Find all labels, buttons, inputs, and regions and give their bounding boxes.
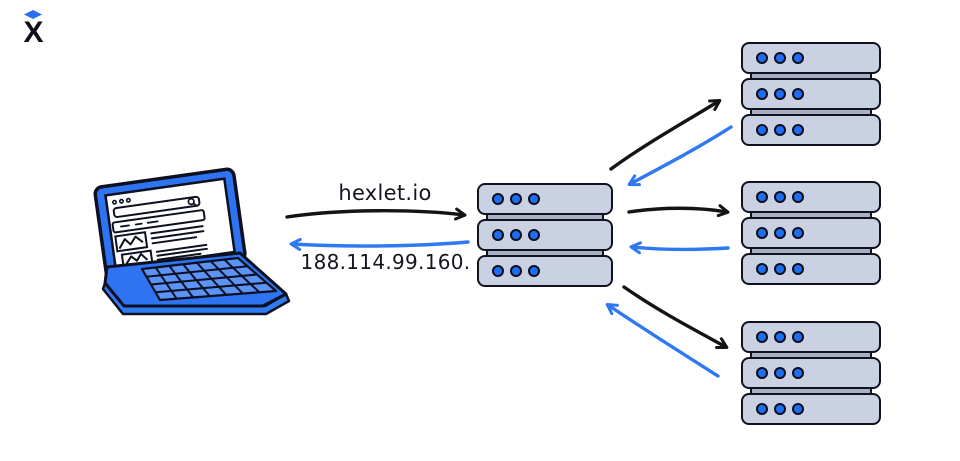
browser-mockup [111, 195, 208, 269]
server-led-icon [756, 191, 768, 203]
server-unit [477, 183, 613, 215]
thumbnail-chart [114, 231, 149, 253]
server-unit [741, 114, 881, 146]
arrow-upstream1-to-dns-blue [627, 125, 733, 187]
server-unit [741, 357, 881, 389]
server-led-icon [492, 193, 504, 205]
server-led-icon [774, 227, 786, 239]
arrow-upstream2-to-dns-blue [629, 241, 730, 255]
server-led-icon [792, 52, 804, 64]
server-unit [741, 181, 881, 213]
request-label: hexlet.io [338, 181, 432, 205]
server-led-icon [756, 367, 768, 379]
arrow-dns-to-upstream3-black [622, 285, 729, 350]
logo-letter: X [23, 16, 43, 49]
upstream-server-1-stack [741, 42, 881, 146]
graduation-cap-icon [24, 10, 42, 19]
server-led-icon [792, 263, 804, 275]
laptop-illustration [93, 167, 291, 316]
server-led-icon [774, 403, 786, 415]
upstream-server-2-stack [741, 181, 881, 285]
upstream-server-3-stack [741, 321, 881, 425]
server-unit [741, 393, 881, 425]
server-led-icon [528, 265, 540, 277]
server-unit [741, 217, 881, 249]
server-led-icon [756, 263, 768, 275]
server-led-icon [510, 229, 522, 241]
server-unit [741, 78, 881, 110]
server-led-icon [774, 191, 786, 203]
server-led-icon [774, 263, 786, 275]
server-led-icon [792, 124, 804, 136]
server-led-icon [510, 193, 522, 205]
arrow-response-blue [289, 237, 470, 251]
laptop-screen [93, 167, 247, 280]
server-led-icon [774, 367, 786, 379]
server-led-icon [774, 88, 786, 100]
laptop-keyboard [140, 256, 278, 302]
server-unit [741, 321, 881, 353]
arrow-dns-to-upstream2-black [627, 204, 730, 218]
hexlet-logo: X [19, 10, 47, 48]
server-led-icon [756, 331, 768, 343]
arrow-request-black [285, 207, 467, 221]
server-led-icon [792, 191, 804, 203]
server-led-icon [492, 229, 504, 241]
arrow-dns-to-upstream1-black [609, 98, 722, 171]
server-led-icon [756, 52, 768, 64]
server-unit [741, 42, 881, 74]
server-unit [477, 219, 613, 251]
server-led-icon [528, 229, 540, 241]
server-led-icon [756, 88, 768, 100]
response-label: 188.114.99.160. [300, 250, 471, 274]
arrow-upstream3-to-dns-blue [605, 302, 720, 378]
server-led-icon [756, 403, 768, 415]
server-led-icon [756, 124, 768, 136]
server-led-icon [792, 88, 804, 100]
magnifier-icon [187, 197, 198, 207]
dns-server-stack [477, 183, 613, 287]
server-led-icon [774, 124, 786, 136]
server-led-icon [510, 265, 522, 277]
server-led-icon [792, 403, 804, 415]
server-led-icon [774, 331, 786, 343]
server-led-icon [792, 331, 804, 343]
server-led-icon [792, 367, 804, 379]
server-led-icon [528, 193, 540, 205]
server-led-icon [756, 227, 768, 239]
server-unit [741, 253, 881, 285]
server-unit [477, 255, 613, 287]
search-bar [112, 195, 201, 218]
server-led-icon [792, 227, 804, 239]
server-led-icon [492, 265, 504, 277]
server-led-icon [774, 52, 786, 64]
